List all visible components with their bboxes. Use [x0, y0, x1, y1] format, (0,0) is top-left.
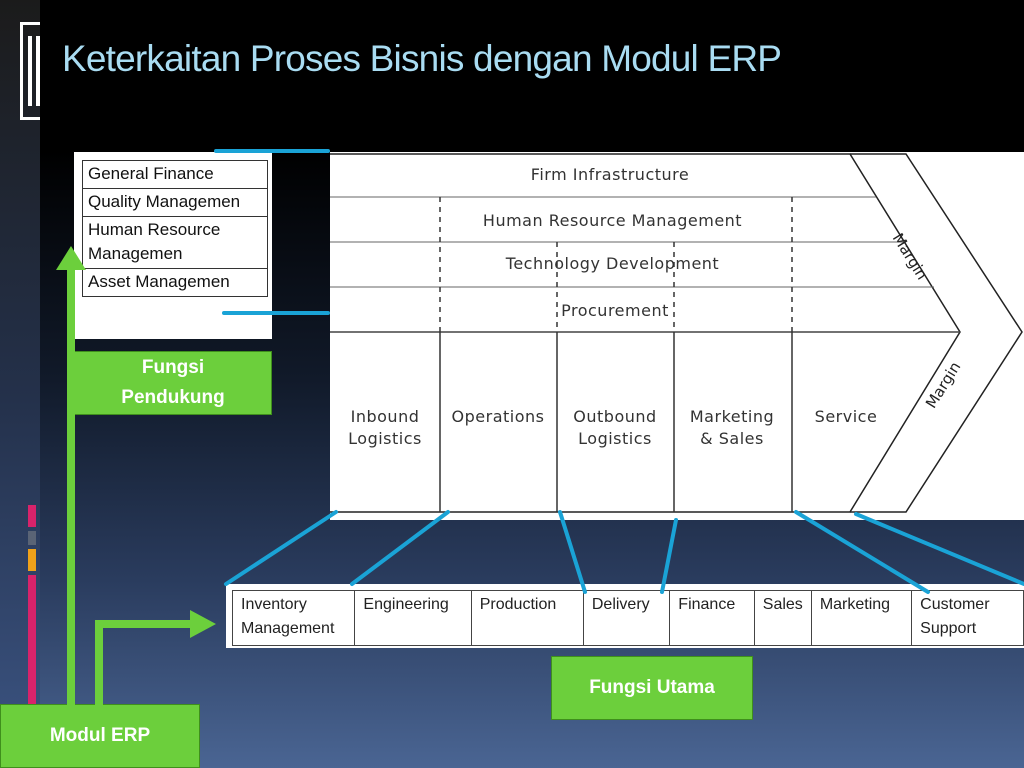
module-cell-customer-support: Customer Support	[911, 590, 1024, 646]
support-modules-panel: General Finance Quality Managemen Human …	[74, 152, 272, 339]
primary-activity-line: Marketing	[689, 407, 775, 426]
modul-erp-text: Modul ERP	[49, 725, 151, 746]
module-cell-inventory-management: Inventory Management	[231, 590, 356, 646]
primary-activity-line: Service	[814, 407, 878, 426]
primary-activity-line: Outbound	[573, 407, 657, 426]
primary-activity-service: Service	[788, 406, 904, 428]
erp-modules-table: Inventory Management Engineering Product…	[231, 590, 1024, 646]
module-cell-sales: Sales	[753, 590, 812, 646]
procurement-label: Procurement	[561, 301, 669, 320]
erp-modules-panel: Inventory Management Engineering Product…	[226, 584, 1024, 648]
primary-activity-line: Inbound	[350, 407, 420, 426]
fungsi-utama-label: Fungsi Utama	[551, 656, 753, 720]
module-cell-finance: Finance	[669, 590, 755, 646]
module-cell-production: Production	[470, 590, 584, 646]
fungsi-pendukung-text: Fungsi Pendukung	[121, 357, 225, 408]
primary-activity-inbound-logistics: Inbound Logistics	[330, 406, 443, 450]
module-cell-line: Management	[241, 620, 335, 637]
primary-activity-line: & Sales	[700, 429, 764, 448]
hrm-label: Human Resource Management	[482, 211, 743, 230]
primary-activity-line: Logistics	[578, 429, 652, 448]
modul-erp-label: Modul ERP	[0, 704, 200, 768]
decorative-frame-icon	[20, 22, 40, 120]
decorative-color-bars	[28, 505, 36, 725]
support-module-item: Human Resource Managemen	[83, 217, 267, 269]
module-cell-line: Inventory	[241, 596, 307, 613]
slide-title: Keterkaitan Proses Bisnis dengan Modul E…	[62, 38, 782, 79]
module-cell-line: Production	[479, 596, 557, 613]
value-chain-shape	[330, 153, 1023, 513]
module-cell-marketing: Marketing	[810, 590, 913, 646]
technology-development-label: Technology Development	[505, 254, 720, 273]
module-cell-line: Delivery	[591, 596, 650, 613]
table-row: Inventory Management Engineering Product…	[231, 590, 1024, 646]
module-cell-engineering: Engineering	[354, 590, 472, 646]
firm-infrastructure-label: Firm Infrastructure	[530, 165, 690, 184]
support-modules-list: General Finance Quality Managemen Human …	[82, 160, 268, 297]
primary-activity-line: Logistics	[348, 429, 422, 448]
support-module-item: General Finance	[83, 161, 267, 189]
primary-activity-operations: Operations	[440, 406, 556, 428]
support-module-item: Asset Managemen	[88, 272, 230, 291]
support-module-item: Quality Managemen	[83, 189, 267, 217]
module-cell-line: Engineering	[363, 596, 449, 613]
value-chain-diagram: Firm Infrastructure Human Resource Manag…	[330, 152, 1024, 520]
primary-activity-outbound-logistics: Outbound Logistics	[557, 406, 673, 450]
module-cell-line: Support	[920, 620, 977, 637]
module-cell-line: Customer	[920, 596, 990, 613]
module-cell-line: Marketing	[819, 596, 891, 613]
primary-activity-line: Operations	[451, 407, 545, 426]
module-cell-delivery: Delivery	[582, 590, 671, 646]
module-cell-line: Finance	[678, 596, 736, 613]
primary-activity-marketing-sales: Marketing & Sales	[674, 406, 790, 450]
fungsi-pendukung-label: Fungsi Pendukung	[74, 351, 272, 415]
fungsi-utama-text: Fungsi Utama	[589, 677, 715, 698]
module-cell-line: Sales	[762, 596, 803, 613]
